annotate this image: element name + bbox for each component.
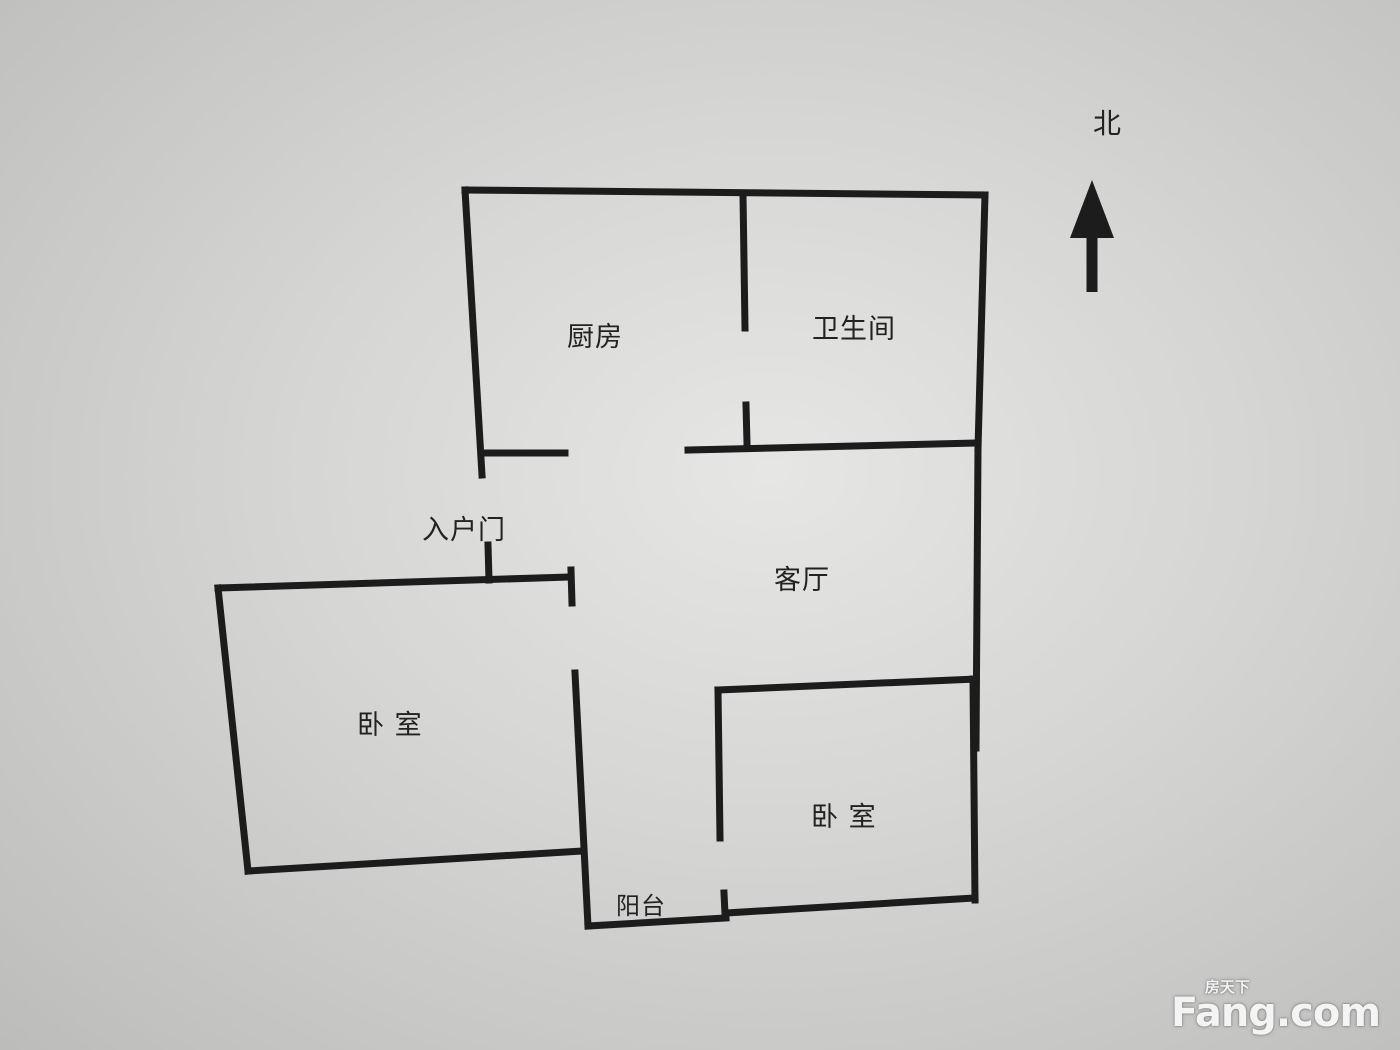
room-label-kitchen: 厨房 (567, 322, 623, 353)
wall-entrance-jamb (484, 541, 493, 584)
wall-bedroom1-bottom (244, 847, 587, 875)
room-label-bathroom: 卫生间 (812, 314, 896, 345)
room-label-bedroom-1: 卧 室 (357, 710, 423, 741)
room-label-living-room: 客厅 (774, 565, 830, 596)
room-label-entrance: 入户门 (422, 515, 506, 546)
walls (214, 186, 989, 930)
fang-watermark: 房天下 Fang.com (1170, 978, 1381, 1036)
wall-bedroom2-top (714, 675, 980, 694)
wall-bedroom2-right (969, 675, 979, 904)
wall-bedroom1-left (214, 584, 252, 875)
room-label-balcony: 阳台 (616, 892, 666, 920)
wall-top (461, 186, 989, 199)
wall-divider-upper (739, 191, 749, 332)
room-label-bedroom-2: 卧 室 (811, 802, 877, 833)
north-arrow-icon (1070, 180, 1114, 292)
wall-balcony-left (571, 669, 592, 930)
wall-kitchen-bottom-right (684, 439, 982, 454)
watermark-cn: 房天下 (1204, 978, 1250, 996)
watermark-brand: Fang.com (1170, 990, 1381, 1036)
wall-divider-lower (742, 401, 751, 447)
wall-bedroom1-top (214, 573, 574, 592)
wall-kitchen-left (461, 186, 486, 479)
wall-balcony-bottom (584, 914, 730, 930)
wall-bedroom2-left (714, 686, 724, 842)
wall-bedroom2-bottom (722, 894, 979, 917)
north-label: 北 (1093, 107, 1122, 140)
wall-bedroom2-left-lower (720, 889, 729, 918)
wall-bedroom1-door-stub (567, 566, 576, 607)
wall-right-upper (974, 191, 989, 452)
